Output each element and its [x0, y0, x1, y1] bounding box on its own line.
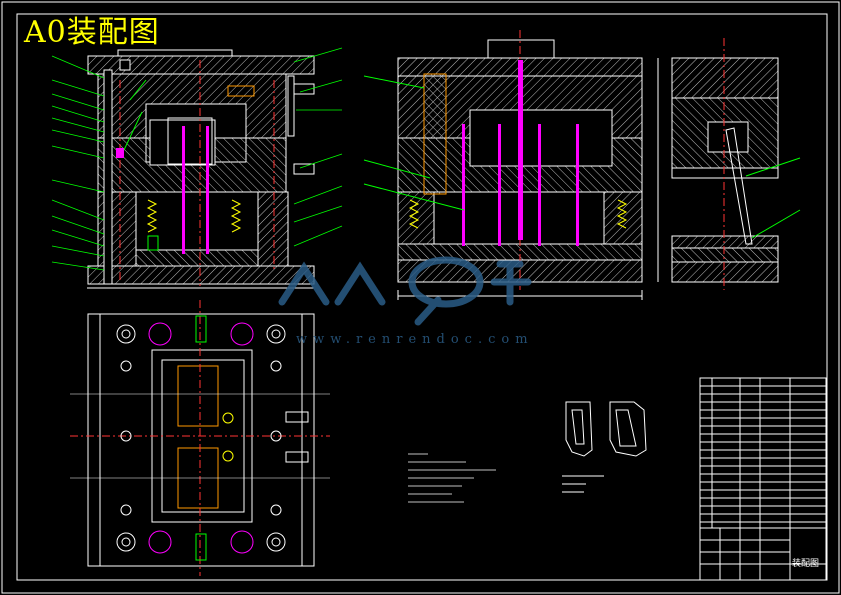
drawing-title: A0装配图: [24, 15, 160, 50]
title-block: [699, 527, 827, 581]
title-block-drawing-name: 装配图: [792, 559, 820, 569]
partial-section-view: [671, 38, 801, 290]
side-section-view: [363, 30, 659, 300]
front-section-view: [87, 49, 315, 289]
watermark-url: www.renrendoc.com: [296, 332, 534, 347]
front-view-leaders: [51, 47, 343, 271]
parts-list: [699, 377, 827, 529]
product-part-sketch: [562, 401, 647, 493]
technical-requirements-notes: [408, 453, 496, 503]
plan-view: [70, 300, 330, 581]
